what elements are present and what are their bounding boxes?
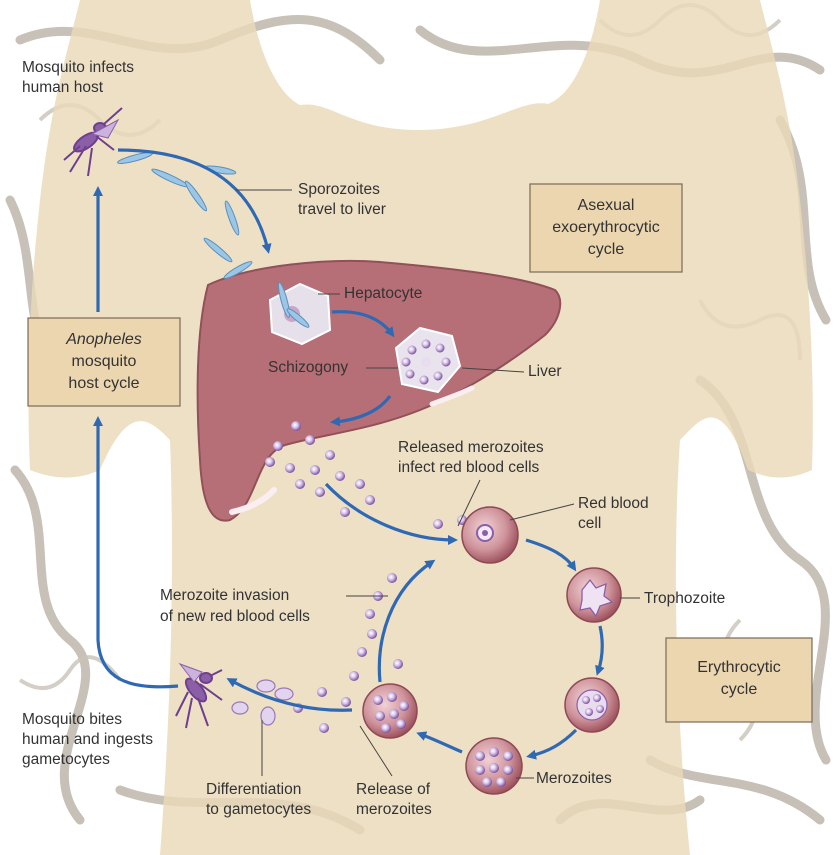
label-bites-3: gametocytes <box>22 751 110 768</box>
label-hepatocyte: Hepatocyte <box>344 285 422 302</box>
anopheles-box-line3: host cycle <box>68 375 139 392</box>
rupturing-rbc <box>363 684 417 738</box>
erythrocytic-box-line1: Erythrocytic <box>697 659 781 676</box>
asexual-box-line3: cycle <box>588 241 625 258</box>
label-differentiation-1: Differentiation <box>206 781 301 798</box>
asexual-box-line2: exoerythrocytic <box>552 219 660 236</box>
schizont-rbc <box>565 678 619 732</box>
arrow-mosquito-bite-up <box>98 420 178 687</box>
label-liver: Liver <box>528 363 562 380</box>
red-blood-cell <box>462 507 518 563</box>
anopheles-box-line1: Anopheles <box>65 331 142 348</box>
label-rbc-2: cell <box>578 515 601 532</box>
label-merozoites: Merozoites <box>536 770 612 787</box>
label-differentiation-2: to gametocytes <box>206 801 311 818</box>
label-mosquito-infects-1: Mosquito infects <box>22 59 134 76</box>
label-sporozoites-2: travel to liver <box>298 201 386 218</box>
trophozoite-cell <box>567 568 621 622</box>
label-release-2: merozoites <box>356 801 432 818</box>
label-schizogony: Schizogony <box>268 359 348 376</box>
label-released-1: Released merozoites <box>398 439 544 456</box>
label-bites-2: human and ingests <box>22 731 153 748</box>
asexual-box-line1: Asexual <box>578 197 635 214</box>
label-release-1: Release of <box>356 781 431 798</box>
erythrocytic-box-line2: cycle <box>721 681 758 698</box>
label-mosquito-infects-2: human host <box>22 79 104 96</box>
human-torso <box>28 0 812 855</box>
label-bites-1: Mosquito bites <box>22 711 122 728</box>
label-released-2: infect red blood cells <box>398 459 540 476</box>
label-trophozoite: Trophozoite <box>644 590 725 607</box>
merozoite-rbc <box>466 738 522 794</box>
erythrocytic-cycle-box <box>666 638 812 722</box>
label-rbc-1: Red blood <box>578 495 649 512</box>
label-sporozoites-1: Sporozoites <box>298 181 380 198</box>
anopheles-box-line2: mosquito <box>72 353 137 370</box>
label-invasion-2: of new red blood cells <box>160 608 310 625</box>
label-invasion-1: Merozoite invasion <box>160 587 289 604</box>
